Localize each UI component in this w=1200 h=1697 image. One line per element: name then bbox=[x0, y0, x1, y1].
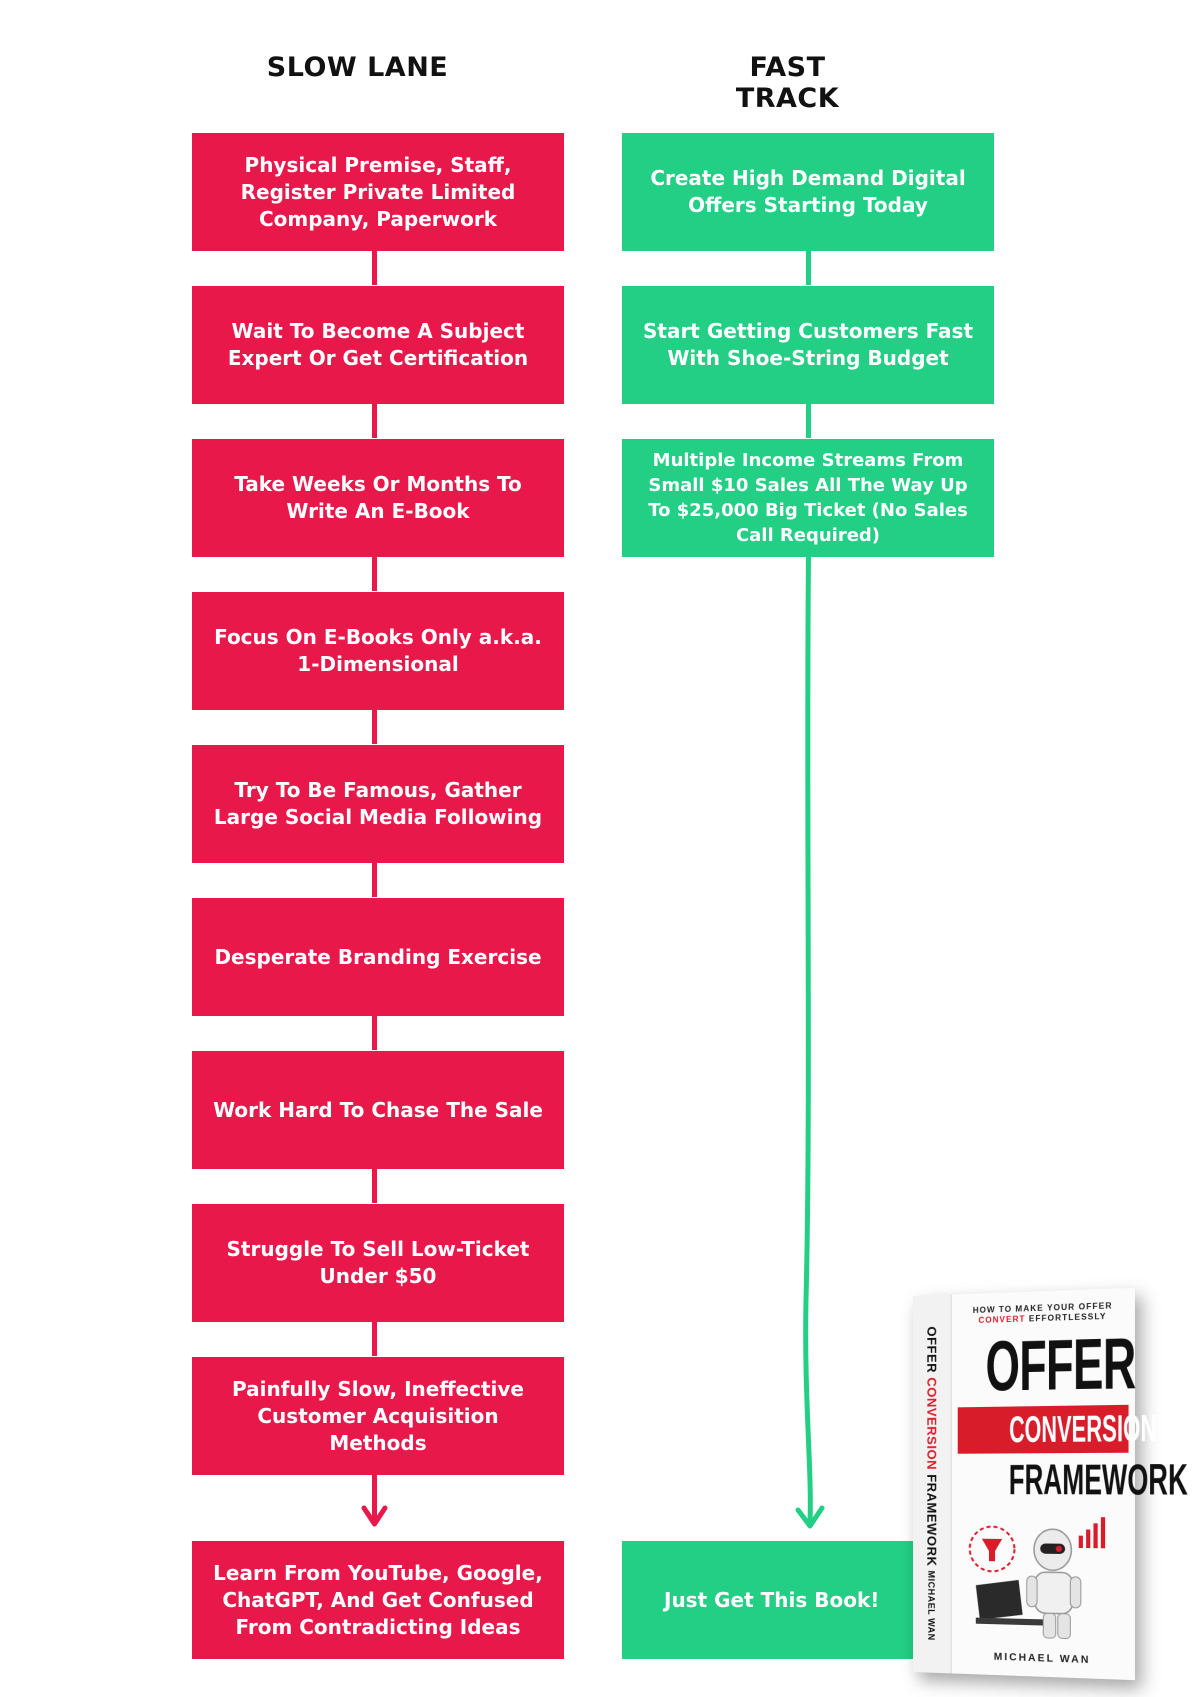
fast-connector bbox=[806, 250, 811, 285]
slow-step-9: Painfully Slow, Ineffective Customer Acq… bbox=[192, 1357, 564, 1475]
slow-connector bbox=[372, 1321, 377, 1356]
book-spine-text: OFFER CONVERSION FRAMEWORK MICHAEL WAN bbox=[924, 1327, 939, 1642]
slow-step-2: Wait To Become A Subject Expert Or Get C… bbox=[192, 286, 564, 404]
fast-step-1: Create High Demand Digital Offers Starti… bbox=[622, 133, 994, 251]
slow-lane-title: SLOW LANE bbox=[266, 52, 449, 83]
slow-step-7: Work Hard To Chase The Sale bbox=[192, 1051, 564, 1169]
fast-long-arrow-head bbox=[795, 1505, 825, 1529]
fast-track-title: FAST TRACK bbox=[735, 52, 840, 114]
slow-connector bbox=[372, 709, 377, 744]
book-spine-title-1: OFFER bbox=[924, 1326, 940, 1374]
slow-connector bbox=[372, 403, 377, 438]
book-cover: HOW TO MAKE YOUR OFFER CONVERT EFFORTLES… bbox=[951, 1287, 1188, 1681]
slow-connector bbox=[372, 250, 377, 285]
slow-step-8: Struggle To Sell Low-Ticket Under $50 bbox=[192, 1204, 564, 1322]
robot-laptop-illustration bbox=[956, 1517, 1106, 1644]
slow-connector bbox=[372, 556, 377, 591]
slow-connector bbox=[372, 862, 377, 897]
book-tagline-red: CONVERT bbox=[978, 1314, 1026, 1325]
book-title-framework-text: FRAMEWORK bbox=[1008, 1454, 1188, 1505]
slow-step-3: Take Weeks Or Months To Write An E-Book bbox=[192, 439, 564, 557]
book-title-conversion-text: CONVERSION bbox=[1009, 1406, 1157, 1451]
book-spine-author: MICHAEL WAN bbox=[926, 1570, 937, 1642]
slow-step-6: Desperate Branding Exercise bbox=[192, 898, 564, 1016]
book-image: OFFER CONVERSION FRAMEWORK MICHAEL WAN H… bbox=[913, 1287, 1188, 1681]
book-author: MICHAEL WAN bbox=[993, 1651, 1091, 1667]
book-spine: OFFER CONVERSION FRAMEWORK MICHAEL WAN bbox=[913, 1294, 952, 1674]
book-title-framework: FRAMEWORK bbox=[952, 1454, 1188, 1505]
book-spine-title-2: CONVERSION bbox=[924, 1377, 940, 1471]
slow-step-4: Focus On E-Books Only a.k.a. 1-Dimension… bbox=[192, 592, 564, 710]
fast-long-arrow-shaft bbox=[803, 556, 813, 1523]
book-title-conversion: CONVERSION bbox=[957, 1404, 1157, 1454]
slow-step-1: Physical Premise, Staff, Register Privat… bbox=[192, 133, 564, 251]
fast-step-2: Start Getting Customers Fast With Shoe-S… bbox=[622, 286, 994, 404]
book-title-offer: OFFER bbox=[985, 1322, 1136, 1406]
book-tagline-rest: EFFORTLESSLY bbox=[1028, 1311, 1107, 1324]
fast-connector bbox=[806, 403, 811, 438]
slow-connector bbox=[372, 1168, 377, 1203]
slow-step-5: Try To Be Famous, Gather Large Social Me… bbox=[192, 745, 564, 863]
book-spine-title-3: FRAMEWORK bbox=[924, 1474, 940, 1567]
slow-step-10: Learn From YouTube, Google, ChatGPT, And… bbox=[192, 1541, 564, 1659]
fast-step-3: Multiple Income Streams From Small $10 S… bbox=[622, 439, 994, 557]
slow-connector bbox=[372, 1015, 377, 1050]
slow-final-arrow-head bbox=[361, 1505, 388, 1527]
